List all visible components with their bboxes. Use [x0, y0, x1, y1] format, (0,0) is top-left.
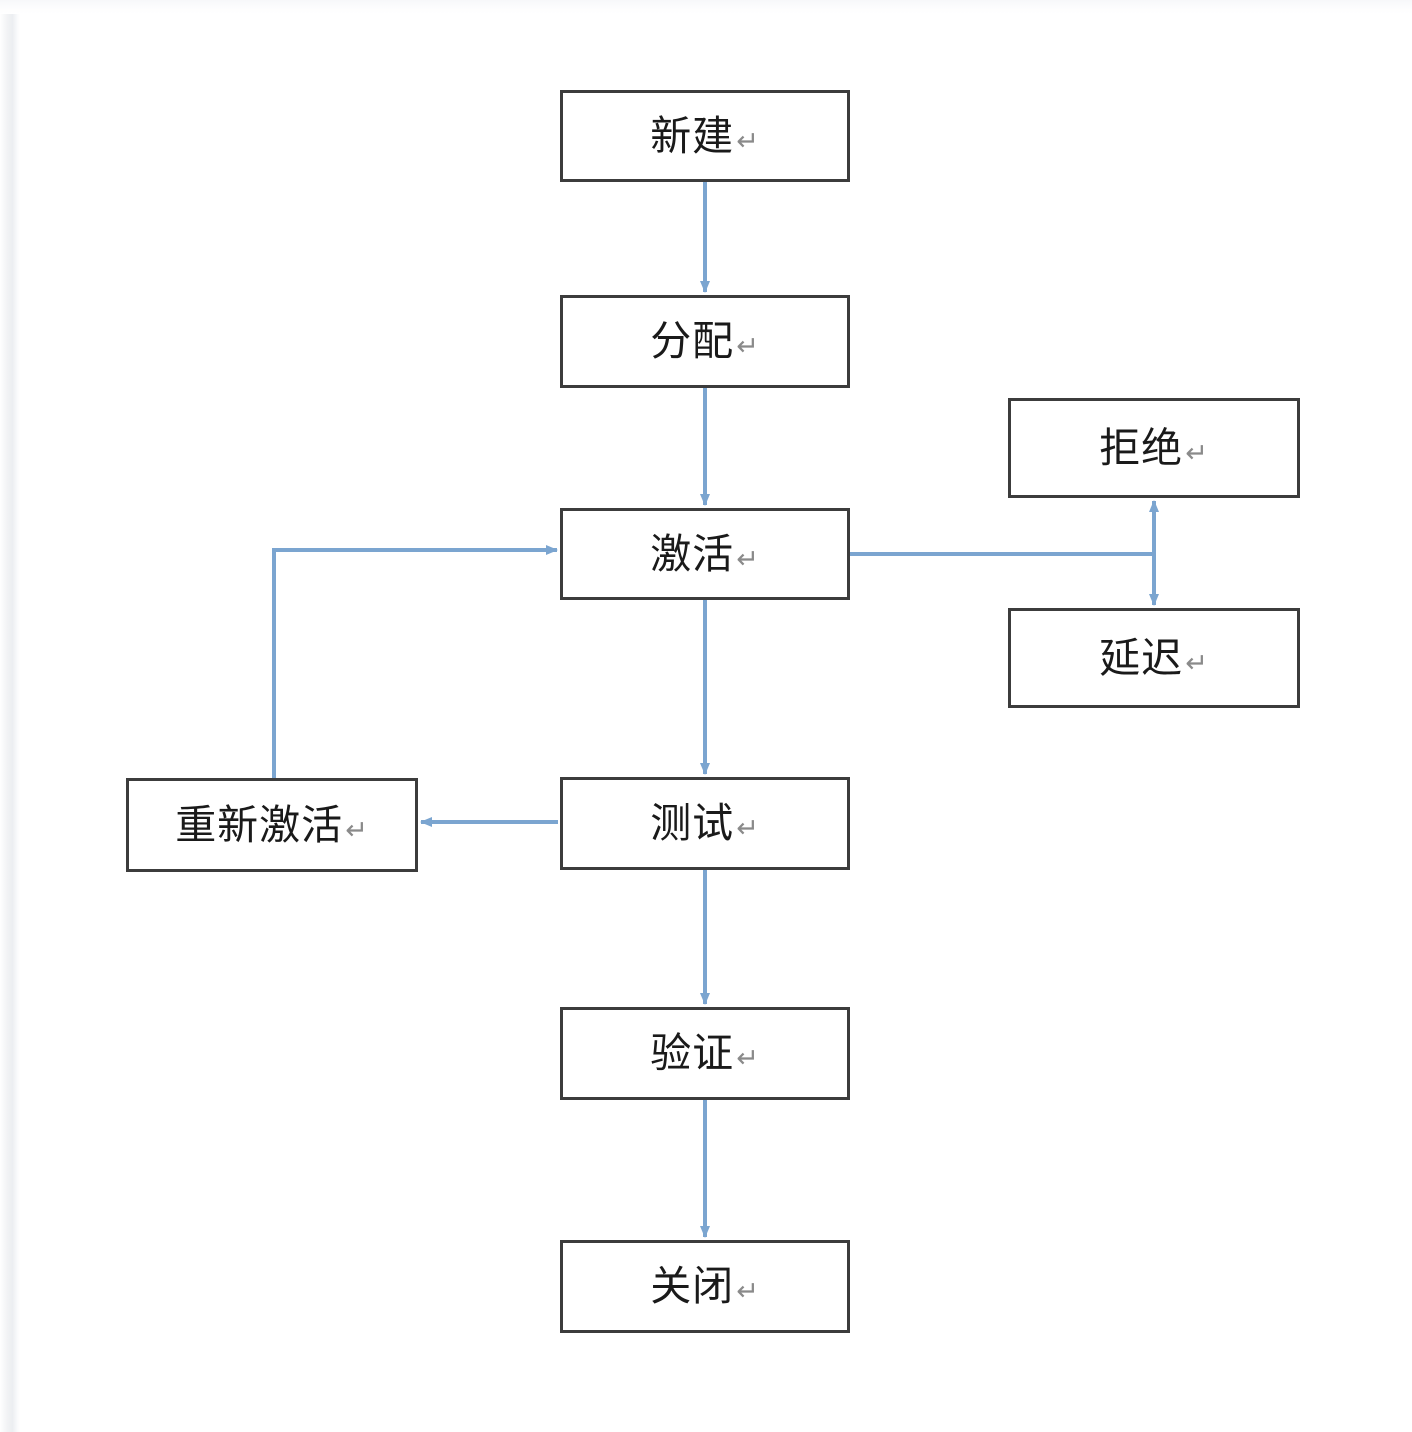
node-assign[interactable]: 分配↵	[560, 295, 850, 388]
pilcrow-icon: ↵	[1185, 647, 1209, 679]
pilcrow-icon: ↵	[736, 1043, 760, 1074]
node-reject[interactable]: 拒绝↵	[1008, 398, 1300, 498]
edge-reactivate-to-active	[272, 545, 558, 778]
node-active[interactable]: 激活↵	[560, 508, 850, 600]
node-reactivate-label: 重新激活↵	[175, 800, 369, 849]
node-defer-label: 延迟↵	[1099, 633, 1209, 682]
node-reject-label: 拒绝↵	[1099, 423, 1209, 472]
node-test[interactable]: 测试↵	[560, 777, 850, 870]
pilcrow-icon: ↵	[736, 543, 760, 575]
node-reactivate[interactable]: 重新激活↵	[126, 778, 418, 872]
pilcrow-icon: ↵	[736, 125, 760, 157]
pilcrow-icon: ↵	[736, 813, 760, 844]
node-closed[interactable]: 关闭↵	[560, 1240, 850, 1333]
node-assign-label: 分配↵	[650, 317, 760, 365]
node-verify-label: 验证↵	[650, 1029, 760, 1077]
pilcrow-icon: ↵	[1185, 437, 1209, 469]
node-defer[interactable]: 延迟↵	[1008, 608, 1300, 708]
pilcrow-icon: ↵	[736, 331, 760, 362]
node-active-label: 激活↵	[650, 529, 760, 578]
node-new-label: 新建↵	[650, 111, 760, 160]
pilcrow-icon: ↵	[736, 1276, 760, 1307]
pilcrow-icon: ↵	[345, 814, 369, 846]
node-new[interactable]: 新建↵	[560, 90, 850, 182]
node-closed-label: 关闭↵	[650, 1262, 760, 1310]
node-verify[interactable]: 验证↵	[560, 1007, 850, 1100]
node-test-label: 测试↵	[650, 799, 760, 847]
